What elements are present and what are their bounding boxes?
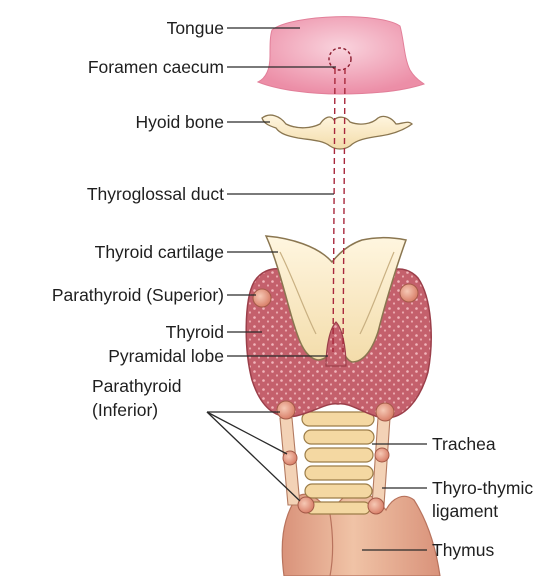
parathyroid-ectopic-3 (298, 497, 314, 513)
label-foramen-caecum: Foramen caecum (88, 57, 224, 77)
label-thyro-thymic-line2: ligament (432, 501, 498, 521)
label-thyroglossal-duct: Thyroglossal duct (87, 184, 224, 204)
parathyroid-inferior-left (277, 401, 295, 419)
label-parathyroid-superior: Parathyroid (Superior) (52, 285, 224, 305)
hyoid-bone (262, 115, 412, 149)
label-parathyroid-inferior-line1: Parathyroid (92, 376, 182, 396)
label-parathyroid-inferior-line2: (Inferior) (92, 400, 158, 420)
label-thymus: Thymus (432, 540, 494, 560)
parathyroid-superior-left (253, 289, 271, 307)
parathyroid-superior-right (400, 284, 418, 302)
label-thyroid-cartilage: Thyroid cartilage (95, 242, 224, 262)
label-thyroid: Thyroid (166, 322, 224, 342)
label-thyro-thymic-line1: Thyro-thymic (432, 478, 533, 498)
label-pyramidal-lobe: Pyramidal lobe (108, 346, 224, 366)
label-trachea: Trachea (432, 434, 496, 454)
parathyroid-ectopic-2 (375, 448, 389, 462)
label-tongue: Tongue (167, 18, 224, 38)
label-hyoid-bone: Hyoid bone (135, 112, 224, 132)
parathyroid-ectopic-4 (368, 498, 384, 514)
parathyroid-inferior-right (376, 403, 394, 421)
